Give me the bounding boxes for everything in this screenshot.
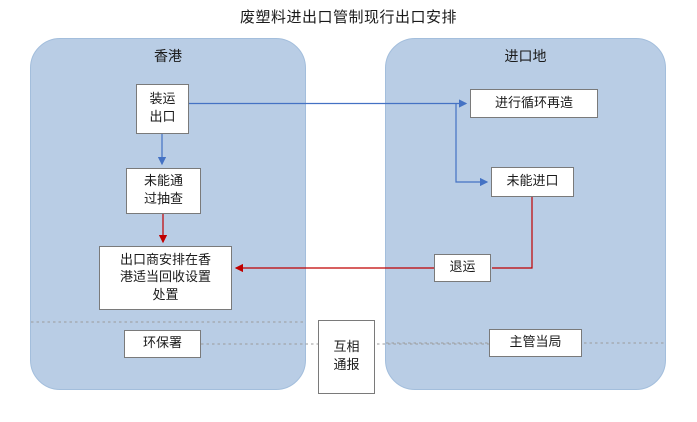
node-epd: 环保署	[124, 330, 201, 358]
diagram-title: 废塑料进出口管制现行出口安排	[239, 8, 457, 26]
node-authority: 主管当局	[489, 329, 582, 357]
node-failed-inspection: 未能通 过抽查	[126, 168, 201, 214]
node-shipment-export: 装运 出口	[136, 84, 189, 134]
node-recycling: 进行循环再造	[470, 89, 598, 118]
region-label-import-place: 进口地	[504, 49, 547, 65]
node-mutual-notification: 互相 通报	[318, 320, 375, 394]
node-exporter-disposal: 出口商安排在香 港适当回收设置 处置	[99, 246, 232, 310]
node-failed-import: 未能进口	[491, 167, 574, 197]
region-label-hongkong: 香港	[154, 49, 182, 65]
node-return-shipment: 退运	[434, 254, 491, 282]
